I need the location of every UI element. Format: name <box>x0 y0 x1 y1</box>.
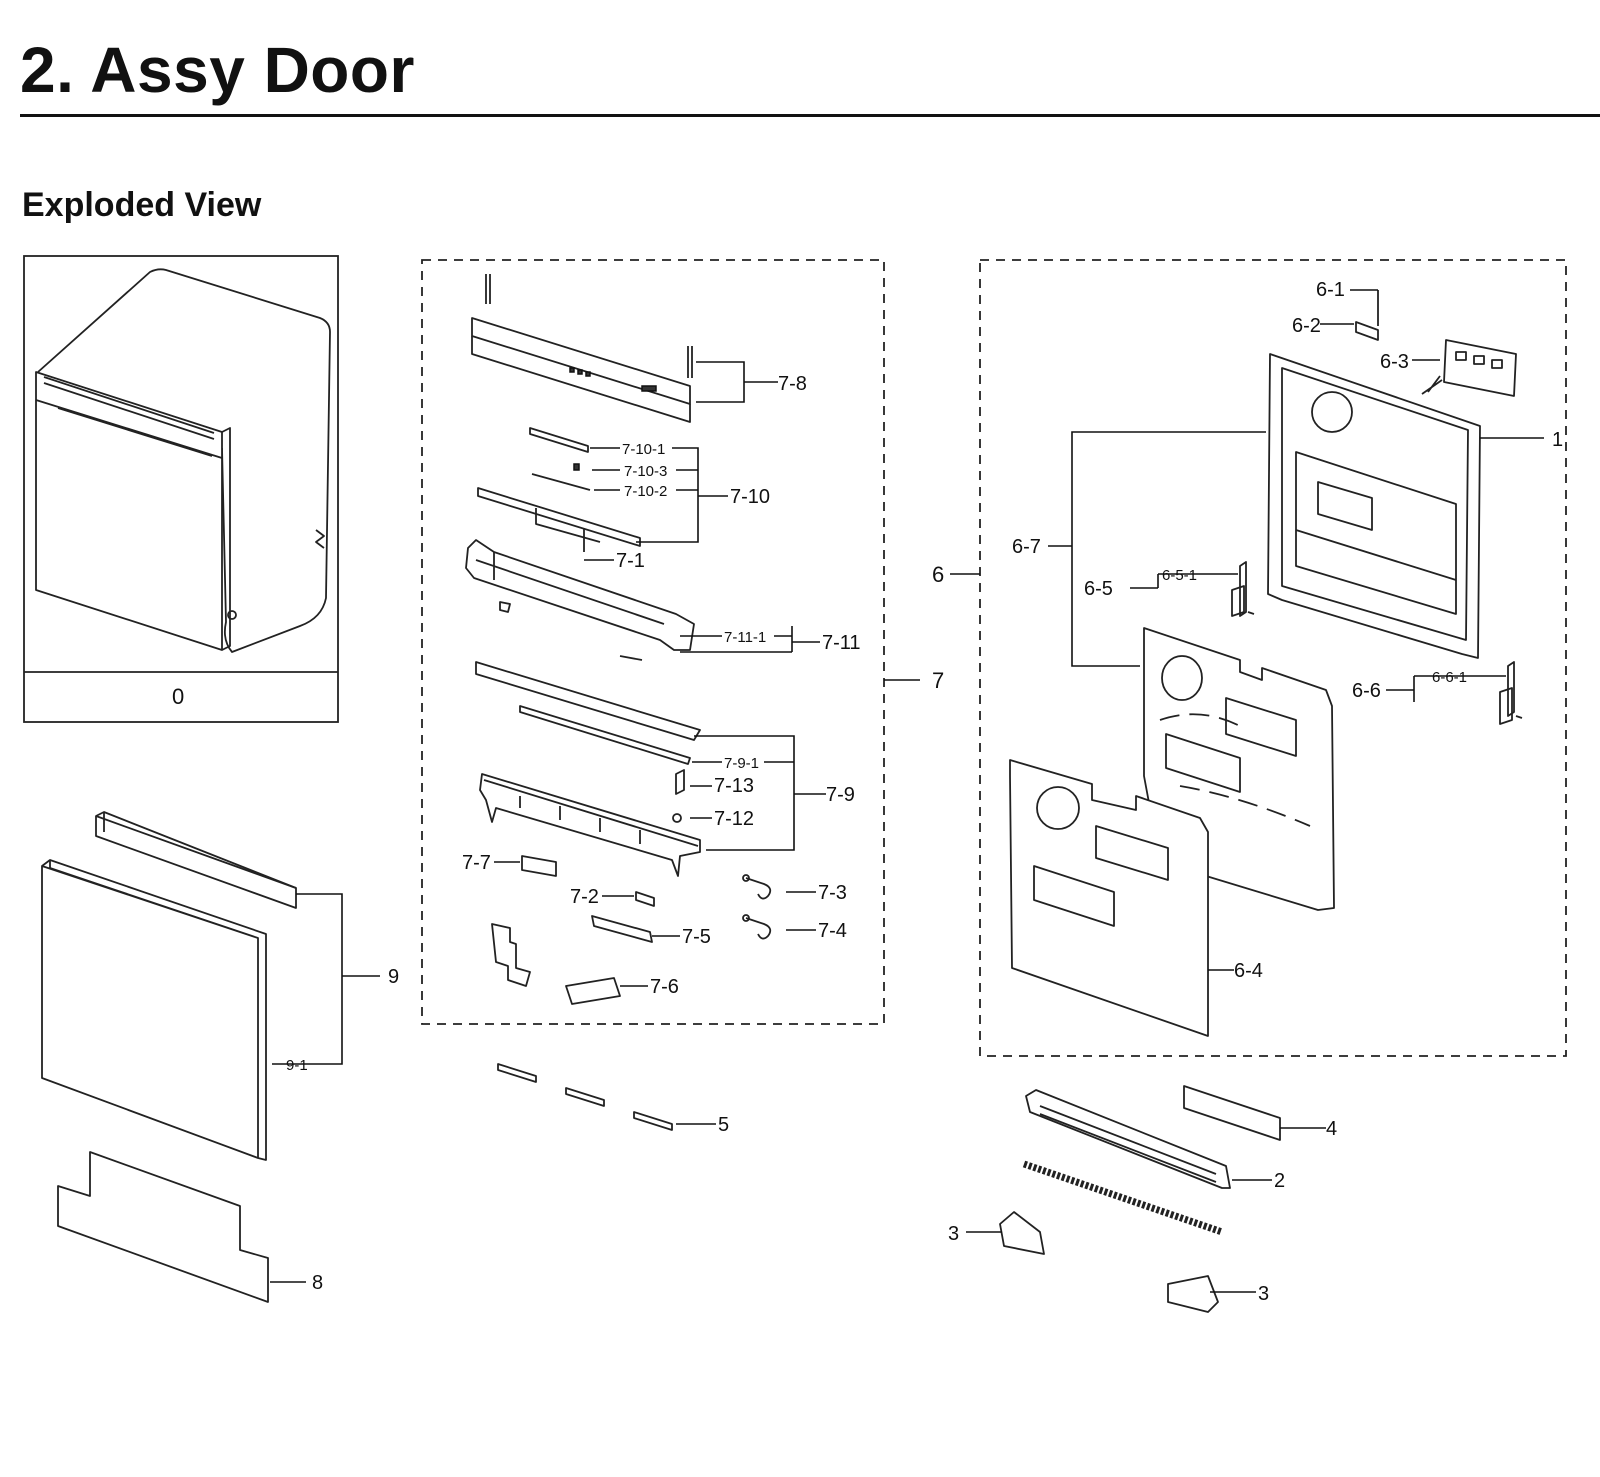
outer-door-group: 9 9-1 8 <box>41 811 399 1303</box>
callout-7-10-3: 7-10-3 <box>624 463 667 480</box>
deco-strip-part <box>475 661 701 741</box>
callout-7-7: 7-7 <box>462 852 491 874</box>
dishwasher-icon <box>35 268 331 653</box>
callout-7-12: 7-12 <box>714 808 754 830</box>
callout-7-11-1: 7-11-1 <box>724 629 766 646</box>
callout-7-9: 7-9 <box>826 784 855 806</box>
part-2 <box>1025 1089 1231 1189</box>
title-rule <box>20 114 1600 117</box>
inner-door-part <box>1267 353 1481 659</box>
callout-6-5: 6-5 <box>1084 578 1113 600</box>
callout-3-left: 3 <box>948 1223 959 1245</box>
callout-6-6-1: 6-6-1 <box>1432 669 1467 686</box>
callout-7-10-2: 7-10-2 <box>624 483 667 500</box>
part-3-right <box>1167 1275 1219 1313</box>
callout-6-5-1: 6-5-1 <box>1162 567 1197 584</box>
callout-4: 4 <box>1326 1118 1337 1140</box>
callout-7-2: 7-2 <box>570 886 599 908</box>
callout-9: 9 <box>388 966 399 988</box>
callout-7-5: 7-5 <box>682 926 711 948</box>
callout-7-13: 7-13 <box>714 775 754 797</box>
callout-6-2: 6-2 <box>1292 315 1321 337</box>
callout-7-11: 7-11 <box>822 632 861 654</box>
callout-7-6: 7-6 <box>650 976 679 998</box>
callout-8: 8 <box>312 1272 323 1294</box>
part-3-left <box>999 1211 1045 1255</box>
overview-caption: 0 <box>172 684 184 709</box>
bottom-right-parts: 4 2 3 3 <box>948 1085 1337 1313</box>
callout-6: 6 <box>932 562 944 587</box>
callout-6-6: 6-6 <box>1352 680 1381 702</box>
callout-7-10: 7-10 <box>730 486 770 508</box>
callout-9-1: 9-1 <box>286 1057 308 1074</box>
inner-door-group: 6 1 6-1 6-2 6-3 6-7 6-5-1 6-5 6-6 <box>932 259 1567 1057</box>
callout-6-4: 6-4 <box>1234 960 1263 982</box>
door-panel-part <box>41 859 267 1161</box>
callout-7-3: 7-3 <box>818 882 847 904</box>
callout-7-8: 7-8 <box>778 373 807 395</box>
panel-cover-part <box>471 317 691 405</box>
callout-3-right: 3 <box>1258 1283 1269 1305</box>
callout-7-1: 7-1 <box>616 550 645 572</box>
door-trim-part <box>95 811 297 909</box>
callout-7-9-1: 7-9-1 <box>724 755 759 772</box>
insulation-part <box>57 1151 269 1303</box>
callout-7-4: 7-4 <box>818 920 847 942</box>
callout-7: 7 <box>932 668 944 693</box>
callout-6-3: 6-3 <box>1380 351 1409 373</box>
callout-2: 2 <box>1274 1170 1285 1192</box>
callout-7-10-1: 7-10-1 <box>622 441 665 458</box>
overview-frame <box>23 255 339 723</box>
callout-1: 1 <box>1552 429 1563 451</box>
latch-parts: 5 <box>497 1063 729 1136</box>
group-6-frame <box>979 259 1567 1057</box>
group-7-frame <box>421 259 885 1025</box>
overview-panel: 0 <box>23 255 339 723</box>
control-board-part <box>479 773 701 877</box>
callout-6-1: 6-1 <box>1316 279 1345 301</box>
part-4 <box>1183 1085 1281 1141</box>
control-panel-group: 7 7-8 7-10-1 7-10-3 7-10-2 7-10 7-1 7-11… <box>421 259 944 1025</box>
page-title: 2. Assy Door <box>20 34 415 106</box>
callout-5: 5 <box>718 1114 729 1136</box>
callout-6-7: 6-7 <box>1012 536 1041 558</box>
section-heading: Exploded View <box>22 186 262 224</box>
